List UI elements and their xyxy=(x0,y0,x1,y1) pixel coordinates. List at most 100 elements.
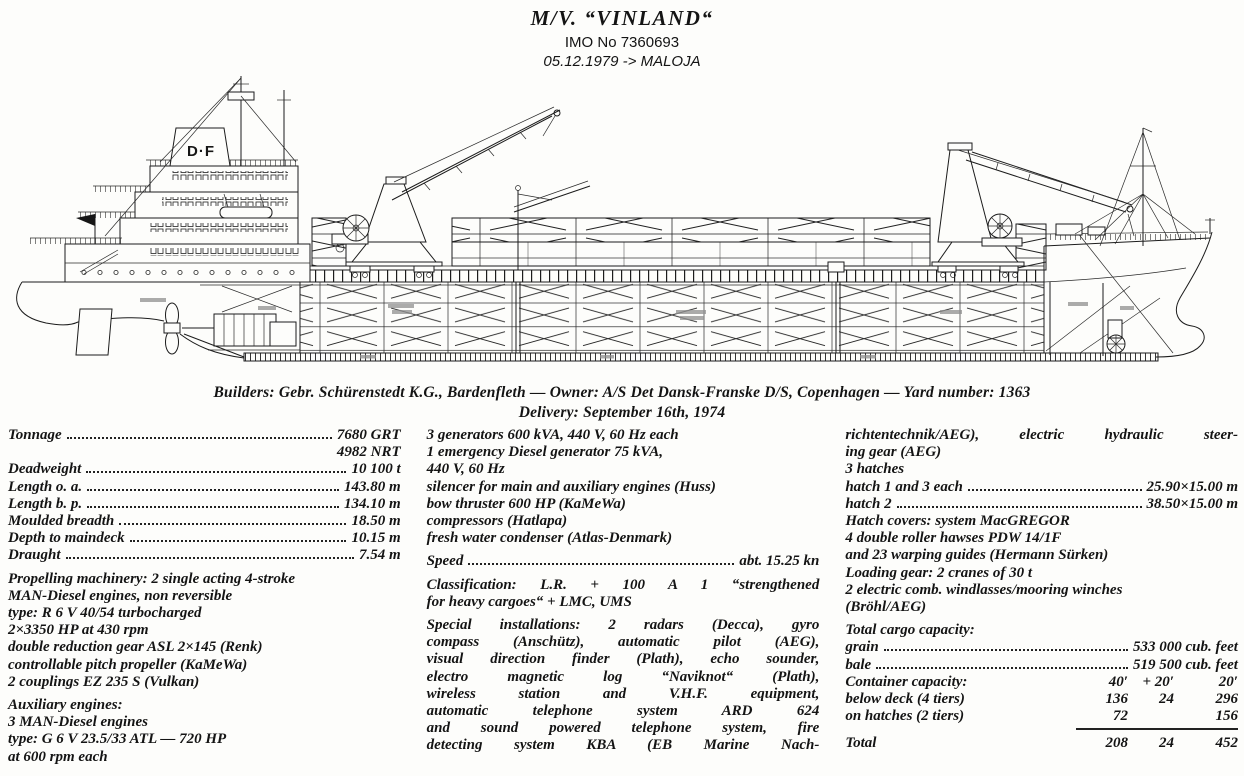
funnel: D·F xyxy=(169,127,231,167)
cable-drum-fore xyxy=(987,213,1013,239)
table-cell: 72 xyxy=(1112,708,1128,725)
table-total-label: Total xyxy=(845,735,877,752)
spec-line: Loading gear: 2 cranes of 30 t xyxy=(845,564,1032,581)
table-cell: 24 xyxy=(1158,691,1174,708)
spec-line: Auxiliary engines: xyxy=(8,697,123,714)
dot-leader xyxy=(883,649,1128,652)
rudder xyxy=(75,308,113,356)
spec-line: (Bröhl/AEG) xyxy=(845,599,927,616)
spec-value: 4982 NRT xyxy=(336,444,401,461)
table-header-cell: + 20′ xyxy=(1142,673,1174,690)
builders-line: Builders: Gebr. Schürenstedt K.G., Barde… xyxy=(213,384,1031,401)
spec-line: compressors (Hatlapa) xyxy=(426,513,568,530)
table-header-cell: 20′ xyxy=(1218,673,1238,690)
bow-thruster xyxy=(1106,334,1126,354)
kingpost xyxy=(513,180,591,270)
spec-row: Length o. a. 143.80 m xyxy=(8,479,401,496)
dot-leader xyxy=(87,505,339,508)
spec-line: Total cargo capacity: xyxy=(845,622,975,639)
spec-line: silencer for main and auxiliary engines … xyxy=(426,478,716,495)
cargo-holds xyxy=(299,281,1045,354)
spec-row: Depth to maindeck 10.15 m xyxy=(8,530,401,547)
funnel-mark: D·F xyxy=(187,143,215,160)
spec-value: 143.80 m xyxy=(343,478,401,495)
spec-value: 134.10 m xyxy=(343,495,401,512)
cable-drum xyxy=(342,214,370,242)
spec-line: type: R 6 V 40/54 turbocharged xyxy=(8,605,202,622)
spec-label: Tonnage xyxy=(8,427,62,443)
spec-line: and 23 warping guides (Hermann Sürken) xyxy=(845,547,1109,564)
spec-line: Propelling machinery: 2 single acting 4-… xyxy=(8,570,296,587)
spec-value: 38.50×15.00 m xyxy=(1146,495,1238,512)
spec-label: Moulded breadth xyxy=(8,513,115,530)
table-cell: 156 xyxy=(1215,708,1238,725)
imo-number: IMO No 7360693 xyxy=(564,34,680,51)
spec-line: type: G 6 V 23.5/33 ATL — 720 HP xyxy=(8,731,227,748)
spec-line: fresh water condenser (Atlas-Denmark) xyxy=(426,530,673,547)
spec-value: 7.54 m xyxy=(358,547,401,564)
spec-label: Length b. p. xyxy=(8,495,83,512)
table-total-cell: 452 xyxy=(1215,735,1238,752)
header: M/V. “VINLAND“ IMO No 7360693 05.12.1979… xyxy=(0,6,1244,70)
dot-leader xyxy=(87,488,339,491)
spec-line: 2 electric comb. windlasses/mooring winc… xyxy=(845,581,1123,598)
spec-line: 2×3350 HP at 430 rpm xyxy=(8,622,149,639)
spec-label: Speed xyxy=(426,553,464,570)
spec-row: Draught 7.54 m xyxy=(8,547,401,564)
spec-label: Draught xyxy=(8,547,61,564)
bow-stem-and-bulb xyxy=(1155,231,1213,358)
spec-line: richtentechnik/AEG), electric hydraulic … xyxy=(845,427,1238,443)
spec-label: Depth to maindeck xyxy=(8,530,125,547)
spec-line: 2 couplings EZ 235 S (Vulkan) xyxy=(8,673,200,690)
spec-line: visual direction finder (Plath), echo so… xyxy=(426,651,820,668)
container-capacity-table: Container capacity:40′+ 20′20′below deck… xyxy=(845,674,1238,753)
stern-flag xyxy=(76,214,96,244)
spec-line: automatic telephone system ARD 624 xyxy=(426,703,820,720)
spec-value: 10.15 m xyxy=(351,530,401,547)
spec-line: Hatch covers: system MacGREGOR xyxy=(845,513,1070,530)
table-title: Container capacity: xyxy=(845,673,968,690)
spec-value: 25.90×15.00 m xyxy=(1146,478,1238,495)
table-row-label: on hatches (2 tiers) xyxy=(845,708,965,725)
spec-column-3: richtentechnik/AEG), electric hydraulic … xyxy=(845,427,1238,766)
spec-line: for heavy cargoes“ + LMC, UMS xyxy=(426,593,632,610)
superstructure xyxy=(30,159,311,283)
spec-line: 440 V, 60 Hz xyxy=(426,461,505,478)
spec-label: hatch 2 xyxy=(845,495,892,512)
spec-value: 18.50 m xyxy=(351,513,401,530)
spec-row: hatch 1 and 3 each 25.90×15.00 m xyxy=(845,479,1238,496)
spec-line: compass (Anschütz), automatic pilot (AEG… xyxy=(426,634,820,651)
spec-label: Length o. a. xyxy=(8,478,83,495)
capstan xyxy=(1107,319,1123,339)
spec-row: grain 533 000 cub. feet xyxy=(845,639,1238,656)
spec-line: Classification: L.R. + 100 A 1 “strength… xyxy=(426,576,820,593)
spec-label: grain xyxy=(845,639,879,656)
spec-label: hatch 1 and 3 each xyxy=(845,478,963,495)
spec-row: Length b. p. 134.10 m xyxy=(8,496,401,513)
spec-label: bale xyxy=(845,656,872,673)
spec-line: wireless station and V.H.F. equipment, xyxy=(426,685,820,702)
propeller xyxy=(163,302,181,355)
ship-drawing: D·F xyxy=(0,66,1244,380)
dot-leader xyxy=(468,563,735,566)
spec-value: 533 000 cub. feet xyxy=(1133,639,1238,656)
dot-leader xyxy=(876,666,1128,669)
rename-note: 05.12.1979 -> MALOJA xyxy=(543,53,701,70)
spec-line: 3 MAN-Diesel engines xyxy=(8,714,148,731)
foremast xyxy=(1074,127,1196,247)
dot-leader xyxy=(967,488,1142,491)
spec-line: and sound powered telephone system, fire xyxy=(426,720,820,737)
table-row-label: below deck (4 tiers) xyxy=(845,691,965,708)
crane-aft-jib xyxy=(391,106,561,201)
delivery-line: Delivery: September 16th, 1974 xyxy=(518,404,726,421)
dot-leader xyxy=(86,471,347,474)
spec-value: 10 100 t xyxy=(351,461,401,478)
spec-line: 3 generators 600 kVA, 440 V, 60 Hz each xyxy=(426,427,679,443)
spec-row: Moulded breadth 18.50 m xyxy=(8,513,401,530)
table-total-cell: 208 xyxy=(1105,735,1128,752)
